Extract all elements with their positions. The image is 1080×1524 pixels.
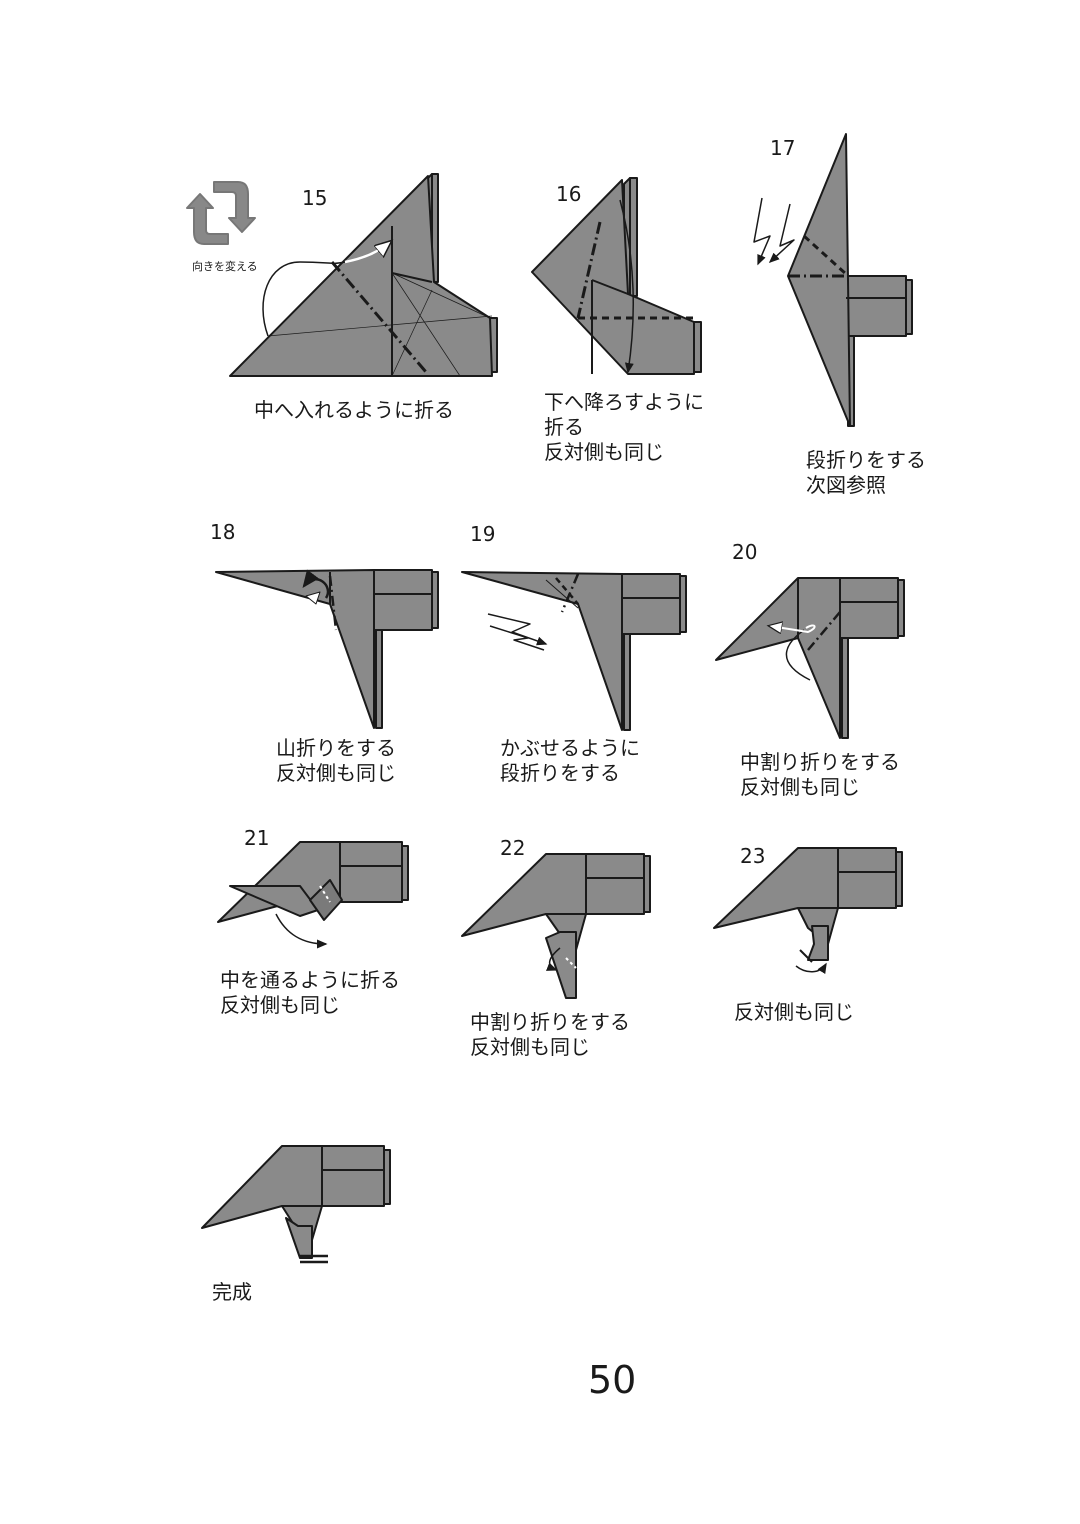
page-number: 50 xyxy=(588,1358,637,1402)
step-22-caption: 中割り折りをする 反対側も同じ xyxy=(470,1010,630,1060)
caption-line: 反対側も同じ xyxy=(470,1035,590,1059)
caption-line: 反対側も同じ xyxy=(734,1000,854,1024)
step-number-21: 21 xyxy=(244,826,270,850)
final-figure xyxy=(201,1145,391,1264)
step-19-figure xyxy=(461,571,687,731)
step-19-caption: かぶせるように 段折りをする xyxy=(500,736,640,786)
caption-line: 反対側も同じ xyxy=(220,993,340,1017)
step-number-17: 17 xyxy=(770,136,796,160)
step-20-caption: 中割り折りをする 反対側も同じ xyxy=(740,750,900,800)
caption-line: 折る xyxy=(544,415,584,439)
step-21-figure xyxy=(217,841,409,949)
caption-line: 中割り折りをする xyxy=(740,750,900,774)
step-22-figure xyxy=(461,853,651,999)
step-16-figure xyxy=(531,177,702,375)
step-21-caption: 中を通るように折る 反対側も同じ xyxy=(220,968,400,1018)
step-18-figure xyxy=(215,569,439,729)
caption-line: 次図参照 xyxy=(806,473,886,497)
step-number-16: 16 xyxy=(556,182,582,206)
step-number-22: 22 xyxy=(500,836,526,860)
step-15-caption: 中へ入れるように折る xyxy=(254,398,454,423)
caption-line: 反対側も同じ xyxy=(544,440,664,464)
caption-line: 中へ入れるように折る xyxy=(254,398,454,422)
caption-line: かぶせるように xyxy=(500,736,640,760)
step-23-caption: 反対側も同じ xyxy=(734,1000,854,1025)
step-16-caption: 下へ降ろすように 折る 反対側も同じ xyxy=(544,390,704,465)
step-18-caption: 山折りをする 反対側も同じ xyxy=(276,736,396,786)
caption-line: 山折りをする xyxy=(276,736,396,760)
caption-line: 反対側も同じ xyxy=(276,761,396,785)
step-number-20: 20 xyxy=(732,540,758,564)
caption-line: 段折りをする xyxy=(806,448,926,472)
step-number-18: 18 xyxy=(210,520,236,544)
caption-line: 下へ降ろすように xyxy=(544,390,704,414)
step-20-figure xyxy=(715,577,905,739)
step-number-15: 15 xyxy=(302,186,328,210)
caption-line: 反対側も同じ xyxy=(740,775,860,799)
rotate-icon xyxy=(186,181,256,245)
step-17-figure xyxy=(753,133,913,427)
rotate-icon-caption: 向きを変える xyxy=(192,260,258,273)
step-17-caption: 段折りをする 次図参照 xyxy=(806,448,926,498)
final-caption: 完成 xyxy=(212,1280,252,1304)
caption-line: 段折りをする xyxy=(500,761,620,785)
caption-line: 中割り折りをする xyxy=(470,1010,630,1034)
caption-line: 中を通るように折る xyxy=(220,968,400,992)
step-15-figure xyxy=(229,173,498,377)
step-number-23: 23 xyxy=(740,844,766,868)
step-number-19: 19 xyxy=(470,522,496,546)
step-23-figure xyxy=(713,847,903,975)
